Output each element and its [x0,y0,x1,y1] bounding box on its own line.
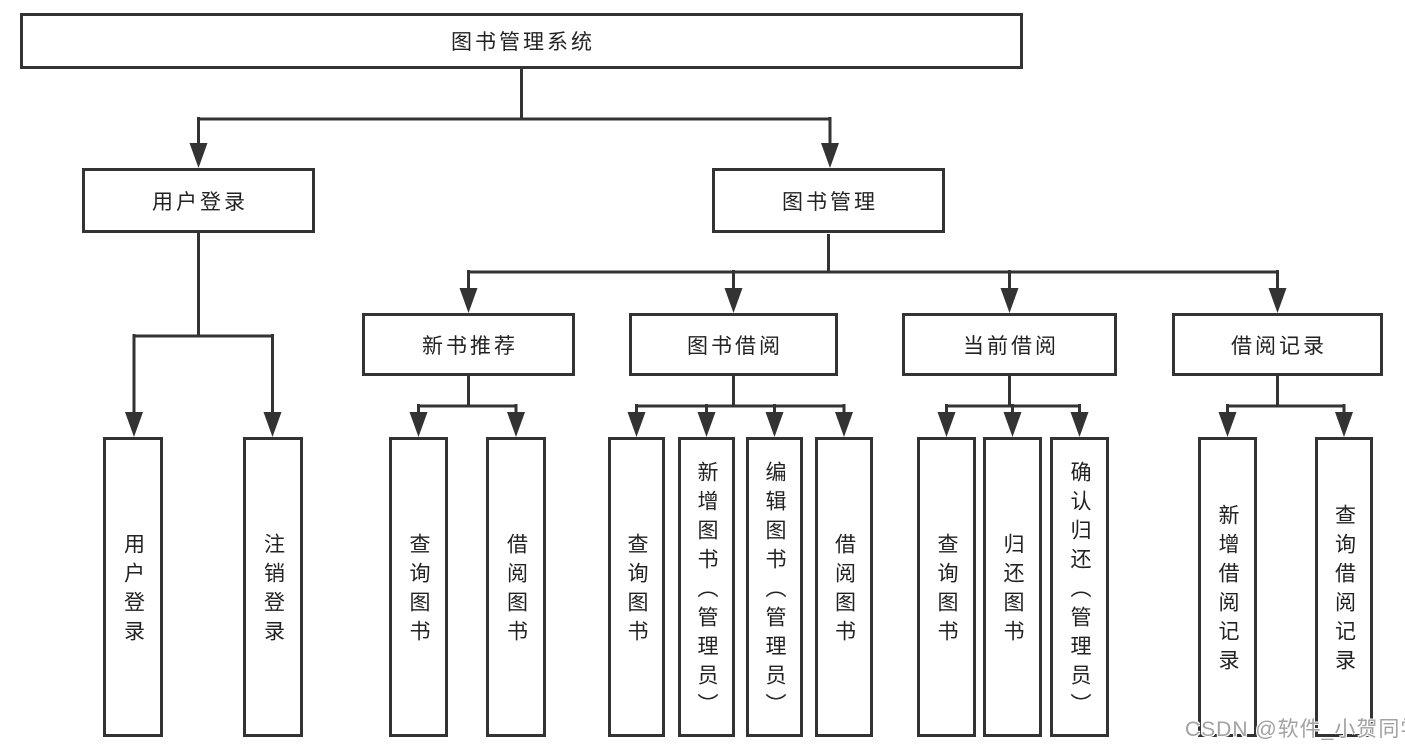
leaf-newbook-query-books: 查询图书 [389,437,448,737]
node-new-book-recommend: 新书推荐 [362,313,575,376]
leaf-borrow-borrow-books: 借阅图书 [815,437,873,737]
leaf-borrow-add-books-admin: 新增图书（管理员） [678,437,735,737]
leaf-newbook-borrow-books: 借阅图书 [486,437,546,737]
leaf-borrow-edit-books-admin: 编辑图书（管理员） [746,437,803,737]
arrow-down-icons [125,143,1353,437]
leaf-records-add-record: 新增借阅记录 [1198,437,1257,737]
leaf-user-login: 用户登录 [103,437,163,737]
leaf-current-confirm-return-admin: 确认归还（管理员） [1050,437,1109,737]
leaf-records-query-record: 查询借阅记录 [1315,437,1373,737]
leaf-borrow-query-books: 查询图书 [608,437,665,737]
leaf-current-query-books: 查询图书 [917,437,976,737]
node-user-login: 用户登录 [82,168,315,233]
node-root: 图书管理系统 [20,13,1023,69]
node-borrow-records: 借阅记录 [1172,313,1383,376]
leaf-logout: 注销登录 [243,437,303,737]
node-book-management: 图书管理 [712,168,945,233]
node-book-borrow: 图书借阅 [629,313,838,376]
leaf-current-return-books: 归还图书 [983,437,1042,737]
watermark-text: CSDN @软件_小贺同学 [1185,718,1405,741]
connector-lines-path [132,67,1346,414]
node-current-borrow: 当前借阅 [902,313,1117,376]
